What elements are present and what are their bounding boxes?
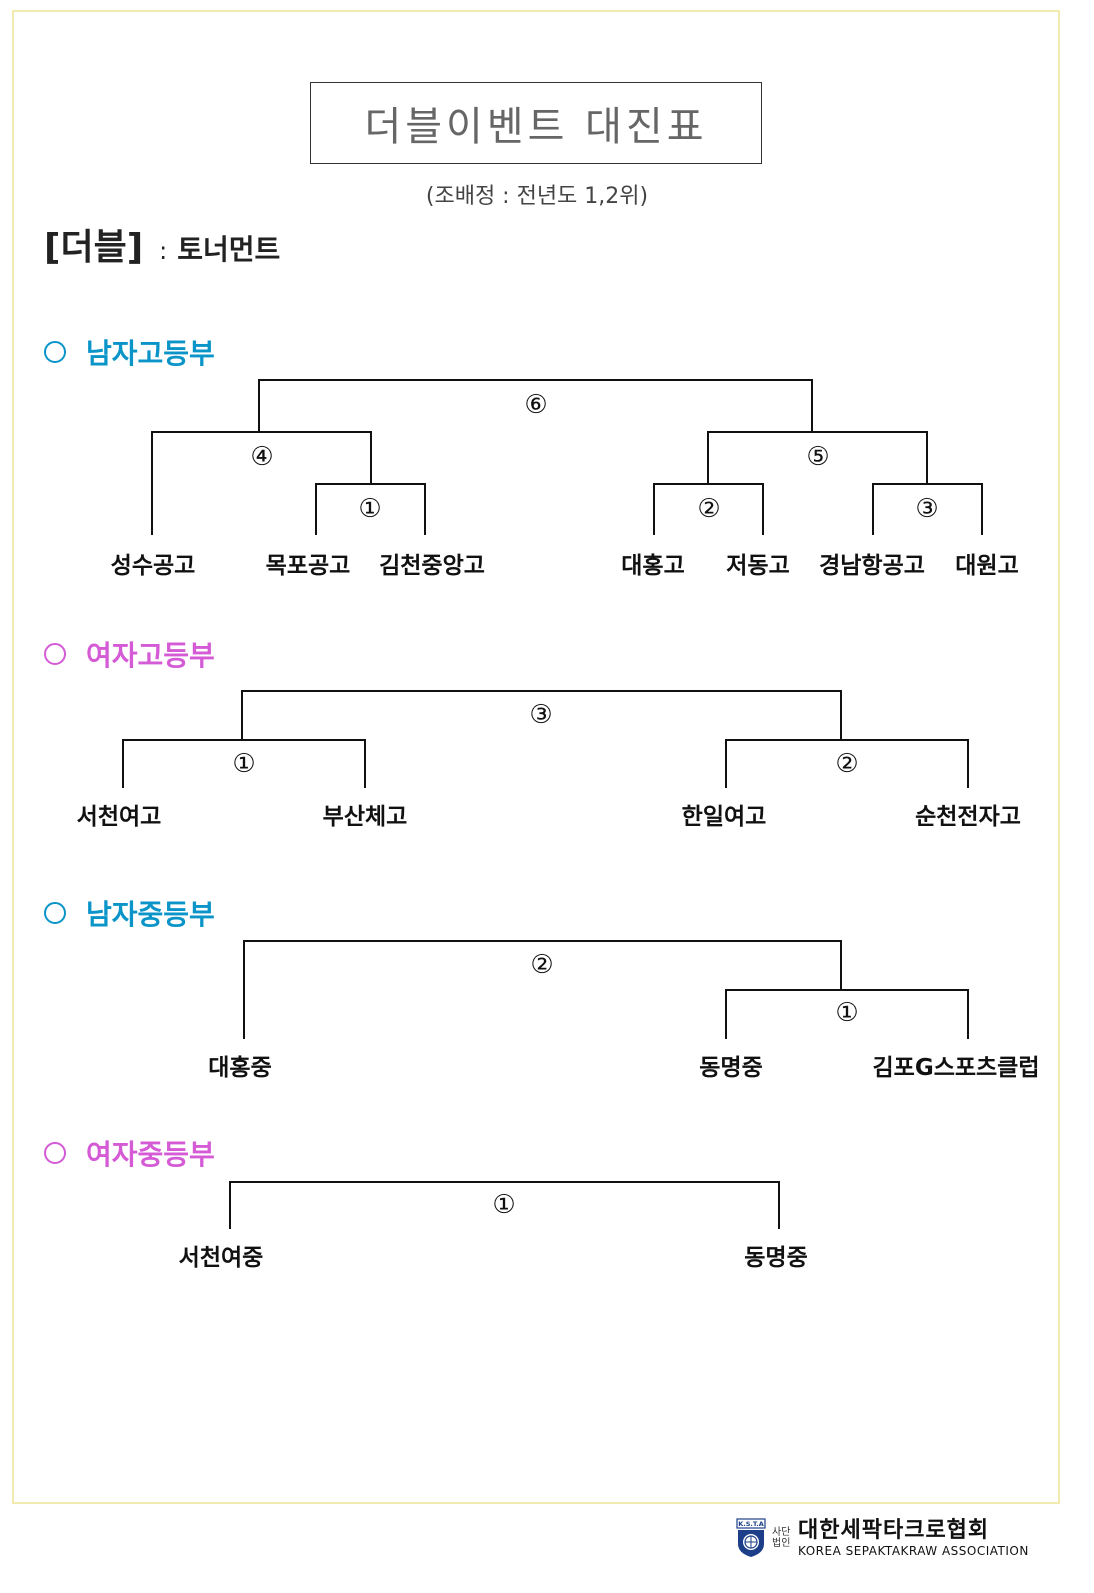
section-heading-girls-middle: 여자중등부 bbox=[44, 1137, 215, 1171]
match-number: ① bbox=[492, 1190, 516, 1220]
section-heading-girls-high: 여자고등부 bbox=[44, 638, 215, 672]
circle-bullet-icon bbox=[44, 902, 66, 924]
section-heading-boys-high: 남자고등부 bbox=[44, 336, 215, 370]
circle-bullet-icon bbox=[44, 643, 66, 665]
page-frame bbox=[12, 10, 1060, 1504]
format-line: [더블]: 토너먼트 bbox=[44, 218, 280, 270]
match-number: ⑤ bbox=[806, 442, 830, 472]
bracket-girls-middle bbox=[229, 1181, 780, 1229]
circle-bullet-icon bbox=[44, 341, 66, 363]
association-logo: K.S.T.A 사단법인 대한세팍타크로협회 KOREA SEPAKTAKRAW… bbox=[736, 1513, 1029, 1563]
org-type-label: 사단법인 bbox=[772, 1527, 791, 1549]
svg-text:K.S.T.A: K.S.T.A bbox=[738, 1520, 764, 1528]
match-number: ② bbox=[835, 749, 859, 779]
section-title: 여자고등부 bbox=[86, 639, 215, 672]
org-name-english: KOREA SEPAKTAKRAW ASSOCIATION bbox=[798, 1544, 1029, 1558]
section-heading-boys-middle: 남자중등부 bbox=[44, 897, 215, 931]
circle-bullet-icon bbox=[44, 1142, 66, 1164]
format-value: 토너먼트 bbox=[177, 233, 281, 266]
section-title: 남자고등부 bbox=[86, 337, 215, 370]
event-label: [더블] bbox=[44, 227, 144, 268]
org-name-korean: 대한세팍타크로협회 bbox=[798, 1518, 990, 1543]
team-name: 김포G스포츠클럽 bbox=[872, 1055, 1040, 1081]
format-separator: : bbox=[159, 237, 168, 265]
team-name: 저동고 bbox=[726, 553, 790, 579]
team-name: 부산체고 bbox=[322, 804, 408, 830]
team-name: 경남항공고 bbox=[819, 553, 925, 579]
match-number: ⑥ bbox=[524, 390, 548, 420]
match-number: ① bbox=[358, 494, 382, 524]
match-number: ③ bbox=[915, 494, 939, 524]
match-number: ① bbox=[232, 749, 256, 779]
team-name: 대홍중 bbox=[208, 1055, 272, 1081]
bracket-girls-high bbox=[122, 690, 969, 788]
match-number: ② bbox=[530, 950, 554, 980]
team-name: 서천여중 bbox=[178, 1245, 264, 1271]
page-title: 더블이벤트 대진표 bbox=[310, 82, 762, 164]
team-name: 서천여고 bbox=[76, 804, 162, 830]
match-number: ④ bbox=[250, 442, 274, 472]
match-number: ② bbox=[697, 494, 721, 524]
team-name: 대홍고 bbox=[621, 553, 685, 579]
match-number: ① bbox=[835, 998, 859, 1028]
team-name: 대원고 bbox=[955, 553, 1019, 579]
ksta-emblem-icon: K.S.T.A bbox=[736, 1518, 766, 1558]
team-name: 김천중앙고 bbox=[379, 553, 485, 579]
section-title: 여자중등부 bbox=[86, 1138, 215, 1171]
match-number: ③ bbox=[529, 700, 553, 730]
team-name: 성수공고 bbox=[110, 553, 196, 579]
bracket-boys-high bbox=[151, 379, 983, 535]
team-name: 동명중 bbox=[744, 1245, 808, 1271]
team-name: 한일여고 bbox=[681, 804, 767, 830]
page-subtitle: (조배정 : 전년도 1,2위) bbox=[425, 184, 649, 209]
team-name: 동명중 bbox=[699, 1055, 763, 1081]
bracket-boys-middle bbox=[243, 940, 969, 1039]
team-name: 목포공고 bbox=[265, 553, 351, 579]
team-name: 순천전자고 bbox=[915, 804, 1021, 830]
section-title: 남자중등부 bbox=[86, 898, 215, 931]
